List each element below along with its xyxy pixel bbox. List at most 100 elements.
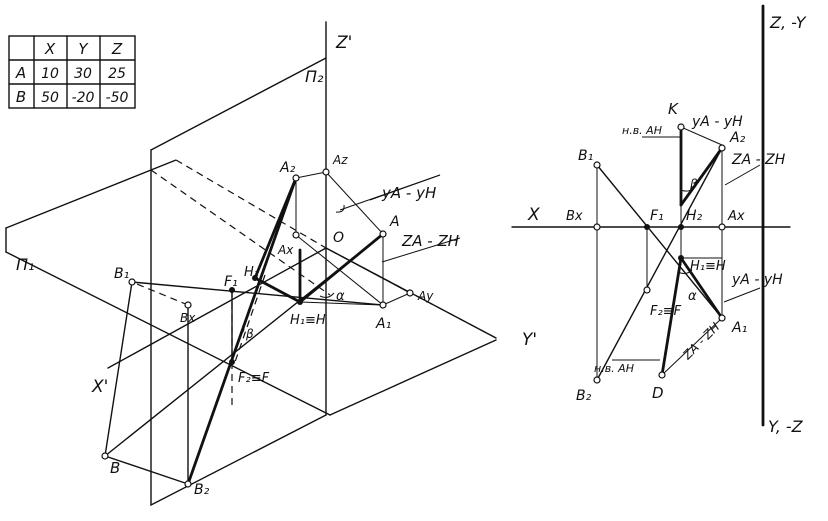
segment-h2-h: [253, 276, 302, 304]
label-beta-left: β: [245, 327, 254, 341]
point-ax-right: [718, 223, 726, 231]
label-origin: O: [333, 230, 344, 246]
axonometric-view: Z' X' Y' Π₂ Π₁ O A₂ Az A Ax Ay A₁ B₁ Bx …: [5, 21, 537, 507]
proj-b-b2: [104, 455, 189, 485]
point-b1-left: [128, 278, 136, 286]
angle-beta-arc-right: [680, 187, 695, 192]
proj-az-a: [325, 171, 384, 235]
label-ax-left: Ax: [277, 243, 294, 257]
label-b2-right: B₂: [576, 388, 592, 404]
line-b2-a2: [186, 176, 298, 486]
h1-a1-bold: [679, 256, 724, 320]
label-h1h-left: H₁≡H: [290, 313, 326, 328]
label-a1-right: A₁: [731, 320, 747, 336]
label-ax-right: Ax: [727, 209, 745, 224]
table-header-x: X: [44, 40, 56, 58]
d-a1-line: [661, 317, 723, 376]
proj-h-a1: [299, 301, 384, 306]
point-b2-right: [593, 376, 601, 384]
label-alpha-left: α: [336, 289, 345, 304]
segment-a2-h2: [253, 176, 298, 280]
plane-v-outline: [150, 149, 327, 507]
point-d-right: [658, 371, 666, 379]
h2-a2-bold: [679, 146, 724, 207]
label-axis-top-right: Z, -Y: [769, 13, 807, 32]
label-bx-left: Bx: [180, 311, 196, 325]
label-f1-left: F₁: [224, 274, 238, 290]
point-ax-left: [292, 231, 300, 239]
point-a2-left: [292, 174, 300, 182]
label-b1-right: B₁: [578, 148, 593, 164]
label-axis-y-left: Y': [522, 330, 537, 350]
segment-h-a: [298, 232, 385, 304]
plane-h-right-edge: [329, 339, 497, 416]
line-b1-a1: [131, 281, 384, 306]
axis-x-left: [107, 247, 327, 369]
label-plane-v: Π₂: [305, 67, 324, 86]
label-alpha-right: α: [688, 289, 697, 304]
proj-a1-ay: [382, 292, 411, 306]
table-row-b-label: B: [16, 88, 26, 106]
label-f1-right: F₁: [650, 208, 664, 224]
label-ya-yh-left: yA - yH: [381, 184, 436, 202]
orthographic-view: Z, -Y Y, -Z X K A₂ B₁ Bx F₁ H₂ Ax H₁≡H F…: [511, 4, 807, 436]
point-bx-right: [593, 223, 601, 231]
label-ya-yh-right: yA - yH: [731, 272, 783, 288]
point-k-right: [677, 123, 685, 131]
label-az-left: Az: [332, 153, 348, 167]
point-b2-left: [184, 480, 192, 488]
label-f2f-right: F₂≡F: [650, 304, 682, 319]
label-za-zh-left: ZA - ZH: [401, 232, 459, 250]
label-a2-left: A₂: [279, 160, 296, 176]
table-cell-b-y: -20: [72, 90, 95, 106]
plane-hidden-diag: [150, 169, 331, 296]
point-h2-left: [252, 275, 258, 281]
label-axis-bottom-right: Y, -Z: [768, 417, 804, 436]
line-b1-a1-right: [596, 164, 723, 319]
table-cell-b-z: -50: [106, 90, 129, 106]
label-d-right: D: [652, 384, 664, 402]
label-a1-left: A₁: [375, 316, 391, 332]
point-h2-right: [678, 224, 684, 230]
table-header-y: Y: [78, 40, 89, 58]
point-az-left: [322, 168, 330, 176]
label-b2-left: B₂: [194, 482, 210, 498]
label-bx-right: Bx: [566, 209, 583, 224]
k-a2-line: [680, 126, 723, 146]
point-a1-right: [718, 314, 726, 322]
angle-mark-a: [335, 204, 345, 213]
hidden-projector-b: [131, 281, 189, 306]
label-f2f-left: F₂≡F: [238, 371, 270, 386]
true-length-bottom: [660, 256, 683, 377]
point-ay-left: [406, 289, 414, 297]
label-h2-left: H₂: [244, 265, 259, 280]
label-nv-top: н.в. АН: [622, 124, 662, 137]
table-row-a-label: A: [15, 64, 26, 82]
angle-alpha-arc-right: [677, 269, 693, 275]
table-header-z: Z: [111, 40, 123, 58]
label-a2-right: A₂: [729, 130, 746, 146]
angle-beta-arc-left: [239, 324, 245, 336]
line-b2-a2-right: [596, 147, 723, 381]
point-f-right: [643, 286, 651, 294]
angle-alpha-arc-left: [319, 292, 335, 298]
leader-ya-yh-2: [369, 174, 441, 201]
point-f1-left: [229, 287, 235, 293]
label-k-right: K: [668, 100, 679, 118]
coordinate-table: X Y Z A 10 30 25 B 50 -20 -50: [8, 35, 136, 109]
proj-a2-az: [295, 171, 327, 179]
point-b1-right: [593, 161, 601, 169]
plane-v-top-edge: [150, 57, 327, 151]
label-beta-right: β: [689, 177, 698, 191]
point-a2-right: [718, 144, 726, 152]
label-ya-yh-top-right: yA - yH: [691, 114, 743, 130]
point-a-left: [379, 230, 387, 238]
table-cell-a-x: 10: [41, 66, 59, 82]
label-za-zh-low-right: ZA - ZH: [680, 320, 723, 363]
label-nv-bottom: н.в. АН: [594, 362, 634, 375]
point-b-left: [101, 452, 109, 460]
table-cell-a-z: 25: [108, 66, 126, 82]
point-f1-right: [644, 224, 650, 230]
point-f-left: [229, 359, 235, 365]
